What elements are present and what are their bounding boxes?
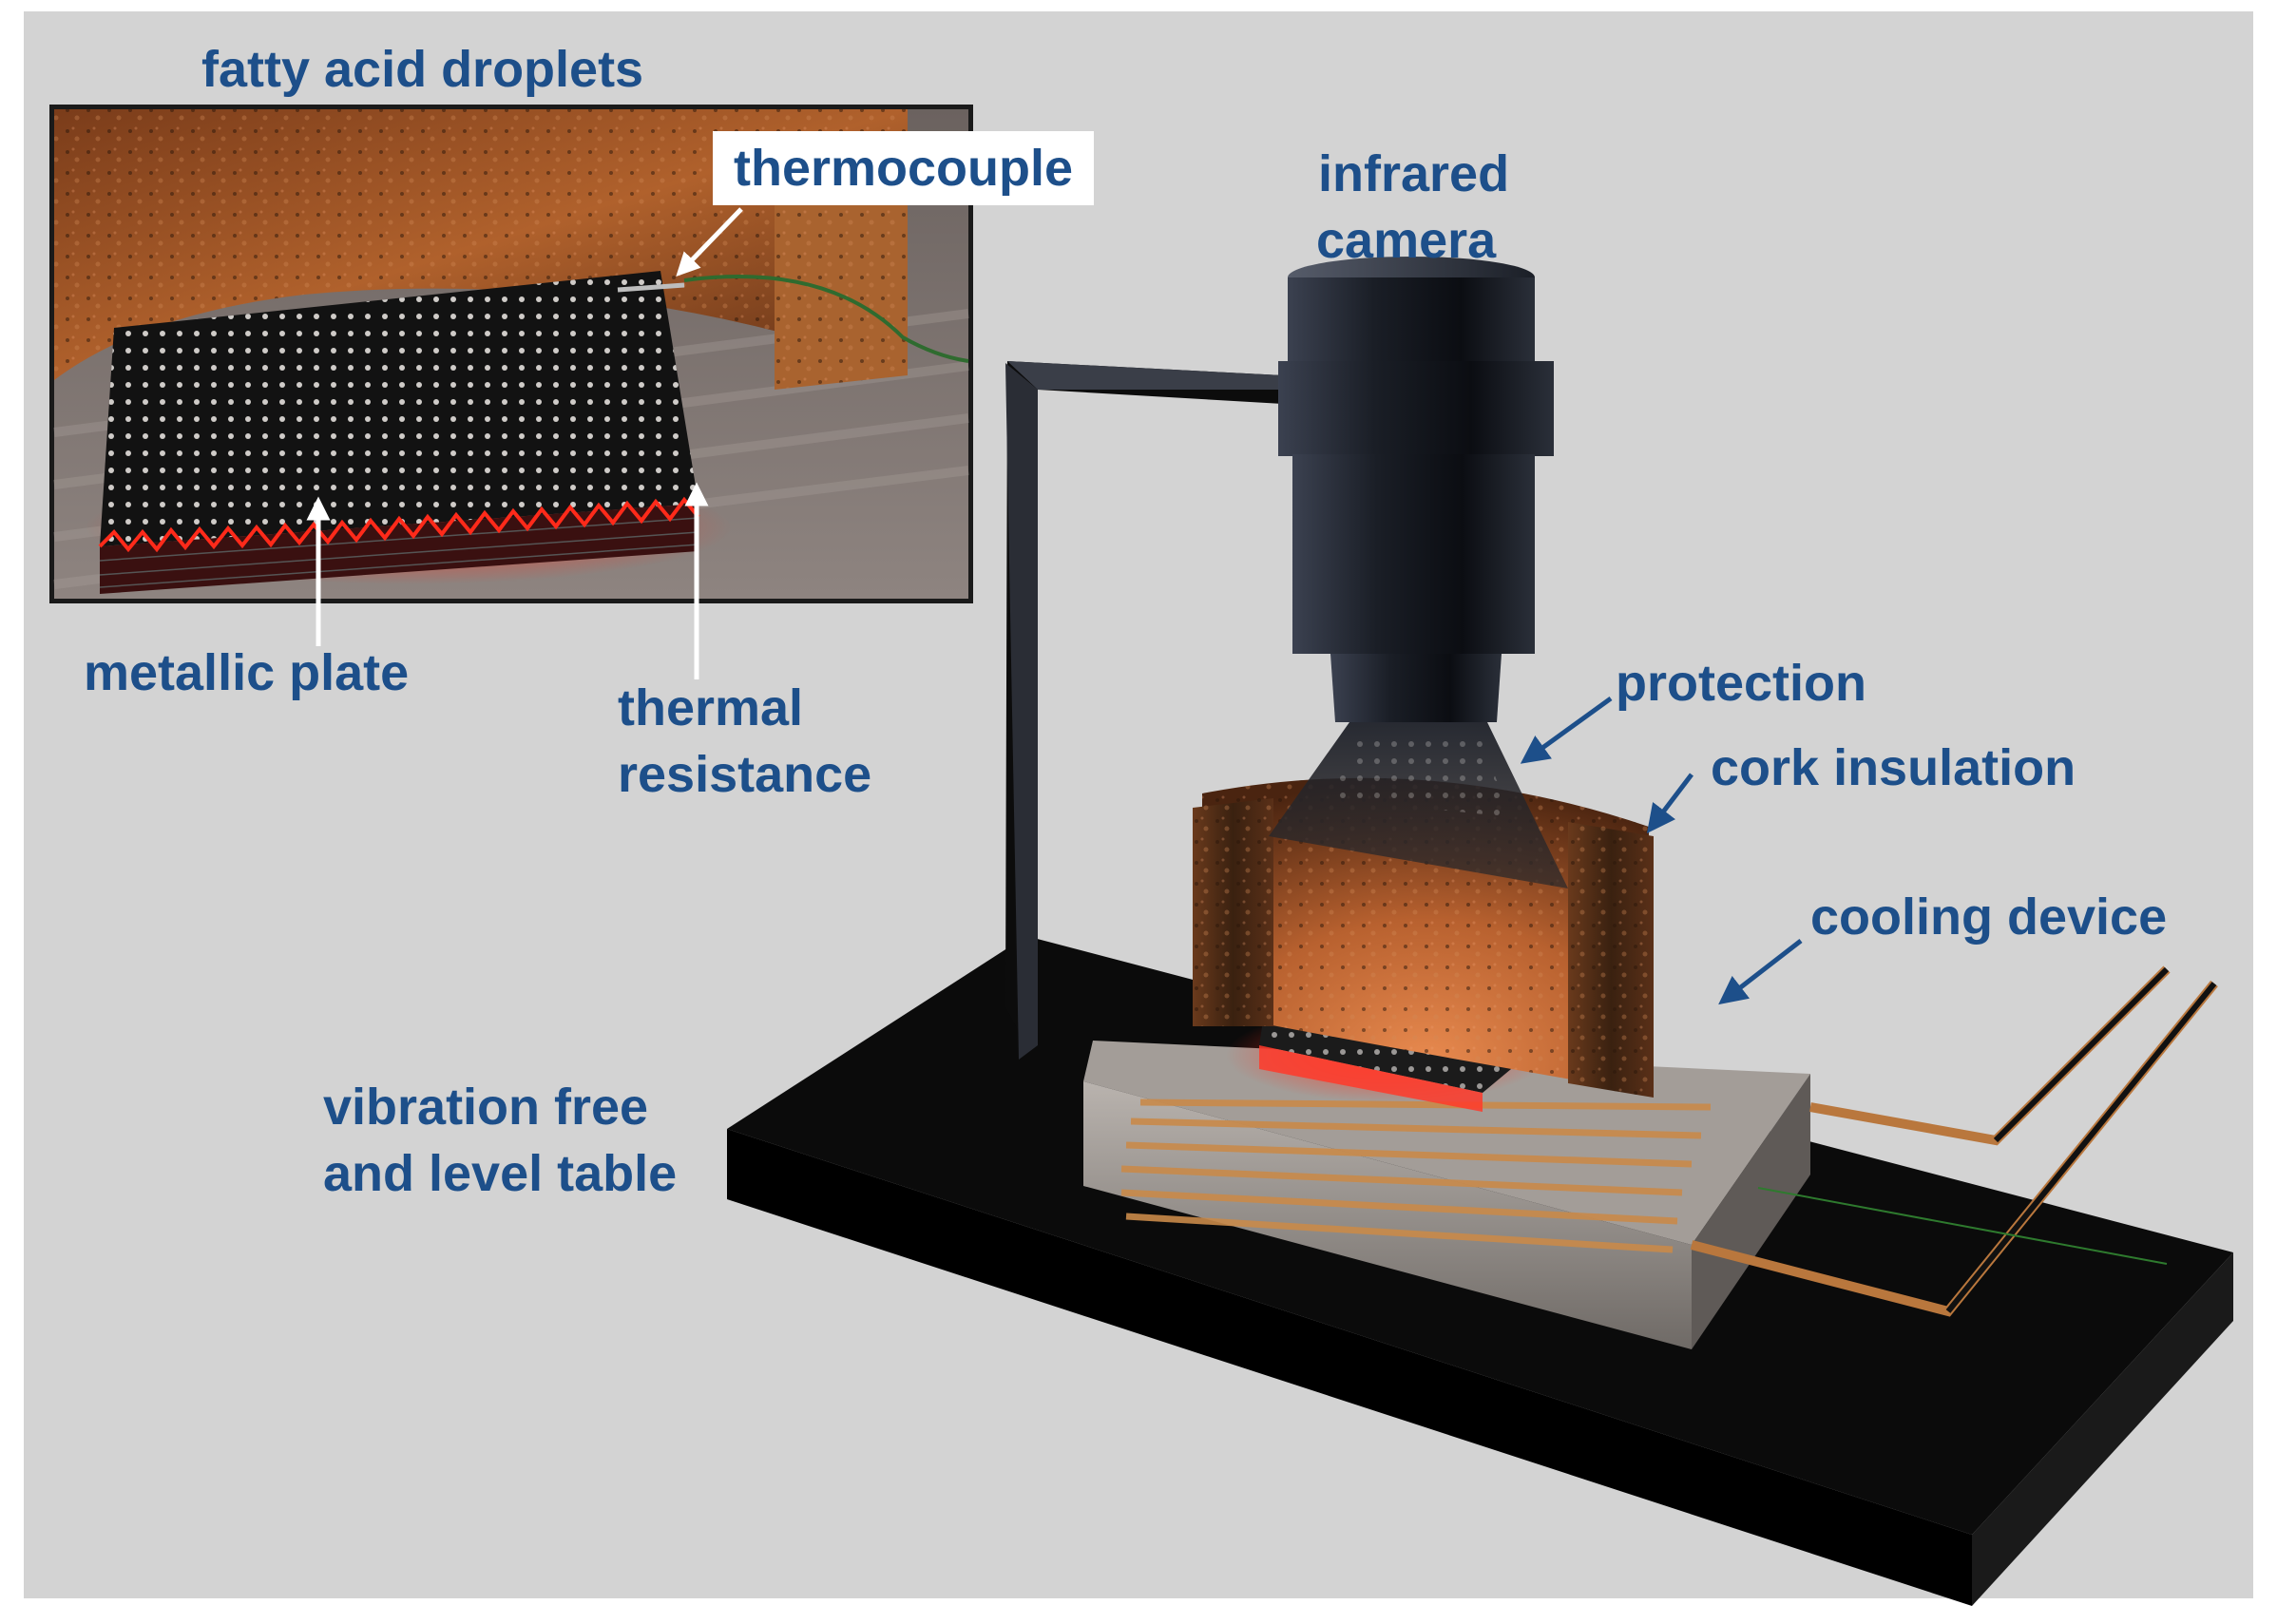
protection-arrow bbox=[1520, 696, 1613, 764]
cooling-device-arrow bbox=[1718, 939, 1803, 1005]
thermocouple-label: thermocouple bbox=[713, 131, 1095, 205]
cork-insulation-arrow bbox=[1646, 773, 1693, 833]
thermal-resistance-label-line2: resistance bbox=[618, 746, 872, 803]
thermocouple-arrow bbox=[676, 207, 743, 277]
inset-detail bbox=[49, 105, 973, 603]
label-arrows bbox=[1520, 696, 1803, 1005]
infrared-camera bbox=[1278, 257, 1554, 722]
camera-stand bbox=[1005, 361, 1283, 1060]
protection-cone-holes bbox=[1330, 732, 1511, 817]
infrared-camera-label-line2: camera bbox=[1316, 212, 1497, 269]
table-right-edge bbox=[1972, 1252, 2233, 1606]
thermal-resistance-label-line1: thermal bbox=[618, 679, 804, 736]
protection-label: protection bbox=[1616, 655, 1866, 712]
inset-arrows bbox=[306, 207, 743, 679]
vibration-table-label-line1: vibration free bbox=[323, 1079, 649, 1136]
table-front-edge bbox=[727, 1129, 1972, 1606]
metallic-plate-label: metallic plate bbox=[84, 644, 410, 701]
fatty-acid-droplets-label: fatty acid droplets bbox=[201, 41, 644, 98]
infrared-camera-label-line1: infrared bbox=[1318, 145, 1510, 202]
cork-insulation-label: cork insulation bbox=[1711, 739, 2076, 796]
cooling-device-label: cooling device bbox=[1810, 888, 2168, 946]
vibration-table-label-line2: and level table bbox=[323, 1145, 678, 1202]
